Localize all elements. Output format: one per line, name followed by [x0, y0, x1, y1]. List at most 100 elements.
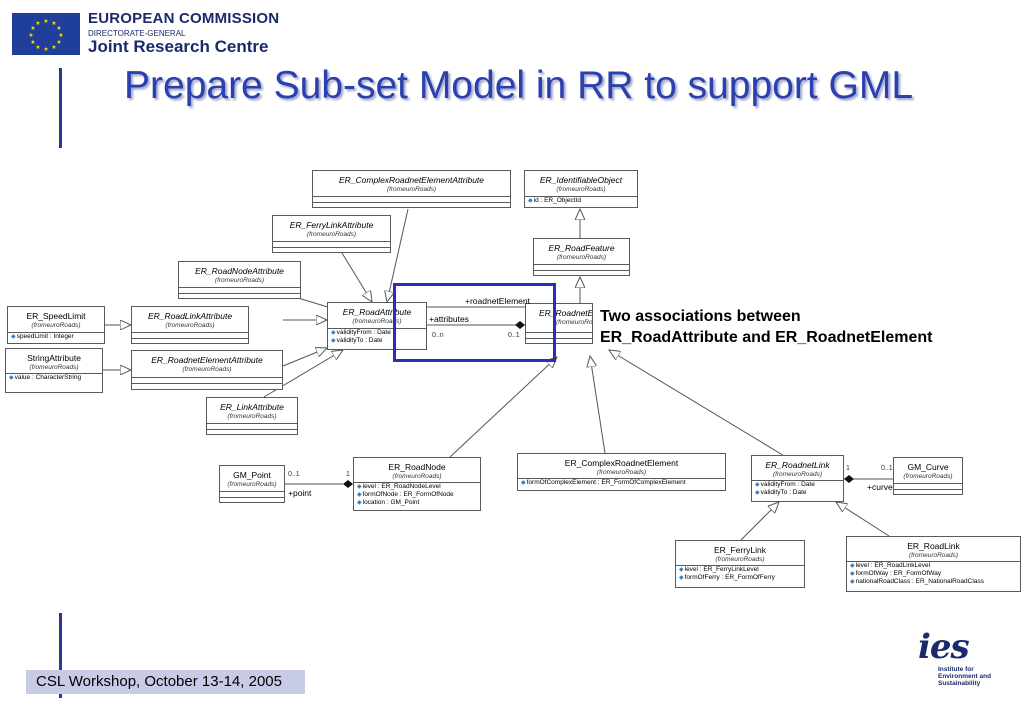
- class-name: GM_Point: [233, 470, 271, 480]
- class-road-node[interactable]: ER_RoadNode (fromeuroRoads) level : ER_R…: [353, 457, 481, 511]
- class-name: ER_RoadnetElement: [539, 308, 593, 318]
- org-directorate: DIRECTORATE-GENERAL: [88, 29, 186, 38]
- class-string-attribute[interactable]: StringAttribute (fromeuroRoads) value : …: [5, 348, 103, 393]
- eu-stars-icon: ★★★ ★★★ ★★★ ★★★: [28, 18, 63, 53]
- class-name: ER_SpeedLimit: [26, 311, 86, 321]
- role-roadnet-element: +roadnetElement: [465, 296, 530, 306]
- class-roadnet-element[interactable]: ER_RoadnetElement (fromeuroRoads): [525, 303, 593, 344]
- multiplicity-point-b: 1: [346, 471, 350, 478]
- class-attribute: validityFrom : Date: [752, 481, 843, 489]
- svg-text:★: ★: [51, 44, 56, 51]
- class-name: ER_IdentifiableObject: [539, 175, 623, 185]
- multiplicity-curve-b: 0..1: [881, 465, 893, 472]
- class-package: (fromeuroRoads): [352, 318, 402, 325]
- ies-line-3: Sustainability: [938, 680, 981, 687]
- class-name: ER_LinkAttribute: [220, 402, 284, 412]
- class-speed-limit[interactable]: ER_SpeedLimit (fromeuroRoads) speedLimit…: [7, 306, 105, 344]
- class-package: (fromeuroRoads): [29, 364, 79, 371]
- ies-logo: ies Institute for Environment and Sustai…: [918, 630, 1010, 698]
- class-name: StringAttribute: [27, 353, 81, 363]
- class-package: (fromeuroRoads): [903, 473, 953, 480]
- class-attribute: location : GM_Point: [354, 499, 480, 507]
- org-name: EUROPEAN COMMISSION: [88, 10, 280, 27]
- class-road-link-attribute[interactable]: ER_RoadLinkAttribute (fromeuroRoads): [131, 306, 249, 344]
- class-ferry-link-attribute[interactable]: ER_FerryLinkAttribute (fromeuroRoads): [272, 215, 391, 253]
- left-accent-bar-top: [59, 68, 62, 148]
- svg-text:★: ★: [35, 20, 40, 27]
- class-package: (fromeuroRoads): [392, 473, 442, 480]
- class-package: (fromeuroRoads): [227, 413, 277, 420]
- class-package: (fromeuroRoads): [386, 186, 437, 193]
- class-attribute: value : CharacterString: [6, 374, 102, 382]
- multiplicity-point-a: 0..1: [288, 471, 300, 478]
- class-package: (fromeuroRoads): [214, 277, 265, 284]
- class-attribute: validityTo : Date: [328, 337, 426, 345]
- class-roadnet-element-attribute[interactable]: ER_RoadnetElementAttribute (fromeuroRoad…: [131, 350, 283, 390]
- callout-line-2: ER_RoadAttribute and ER_RoadnetElement: [600, 329, 933, 346]
- class-package: (fromeuroRoads): [182, 366, 232, 373]
- class-attribute: speedLimit : Integer: [8, 333, 104, 341]
- svg-text:★: ★: [35, 44, 40, 51]
- class-package: (fromeuroRoads): [165, 322, 215, 329]
- aggregation-diamond: [515, 321, 525, 329]
- callout-text: Two associations between ER_RoadAttribut…: [600, 306, 932, 348]
- class-ferry-link[interactable]: ER_FerryLink (fromeuroRoads) level : ER_…: [675, 540, 805, 588]
- class-attribute: level : ER_FerryLinkLevel: [676, 566, 804, 574]
- class-road-feature[interactable]: ER_RoadFeature (fromeuroRoads): [533, 238, 630, 276]
- class-package: (fromeuroRoads): [772, 471, 823, 478]
- class-link-attribute[interactable]: ER_LinkAttribute (fromeuroRoads): [206, 397, 298, 435]
- svg-text:★: ★: [30, 25, 35, 32]
- callout-line-1: Two associations between: [600, 308, 801, 325]
- role-curve: +curve: [867, 482, 893, 492]
- class-package: (fromeuroRoads): [556, 186, 606, 193]
- org-centre: Joint Research Centre: [88, 37, 269, 56]
- class-complex-roadnet-element-attribute[interactable]: ER_ComplexRoadnetElementAttribute (frome…: [312, 170, 511, 208]
- highlight-box: [393, 283, 556, 362]
- class-name: ER_RoadFeature: [548, 243, 615, 253]
- ies-line-2: Environment and: [938, 673, 992, 680]
- class-package: (fromeuroRoads): [306, 231, 357, 238]
- class-complex-roadnet-element[interactable]: ER_ComplexRoadnetElement (fromeuroRoads)…: [517, 453, 726, 491]
- class-gm-point[interactable]: GM_Point (fromeuroRoads): [219, 465, 285, 503]
- class-package: (fromeuroRoads): [556, 254, 607, 261]
- class-name: ER_RoadAttribute: [342, 307, 412, 317]
- eu-flag-logo: ★★★ ★★★ ★★★ ★★★: [12, 13, 80, 55]
- class-name: ER_RoadNode: [388, 462, 446, 472]
- multiplicity-roadnet: 0..1: [508, 332, 520, 339]
- class-name: GM_Curve: [907, 462, 949, 472]
- class-package: (fromeuroRoads): [556, 319, 593, 326]
- class-attribute: formOfNode : ER_FormOfNode: [354, 491, 480, 499]
- ies-line-1: Institute for: [938, 666, 974, 673]
- class-name: ER_FerryLink: [714, 545, 766, 555]
- class-attribute: validityFrom : Date: [328, 329, 426, 337]
- class-name: ER_RoadLink: [907, 541, 960, 551]
- left-accent-bar-bottom: [59, 613, 62, 698]
- class-attribute: id : ER_ObjectId: [525, 197, 637, 205]
- class-name: ER_FerryLinkAttribute: [289, 220, 374, 230]
- class-package: (fromeuroRoads): [227, 481, 277, 488]
- class-identifiable-object[interactable]: ER_IdentifiableObject (fromeuroRoads) id…: [524, 170, 638, 208]
- svg-text:★: ★: [56, 25, 61, 32]
- footer-label: CSL Workshop, October 13-14, 2005: [26, 670, 305, 694]
- class-attribute: nationalRoadClass : ER_NationalRoadClass: [847, 578, 1020, 586]
- role-point: +point: [288, 488, 312, 498]
- class-road-link[interactable]: ER_RoadLink (fromeuroRoads) level : ER_R…: [846, 536, 1021, 592]
- svg-text:★: ★: [43, 18, 48, 25]
- class-package: (fromeuroRoads): [715, 556, 765, 563]
- class-name: ER_RoadNodeAttribute: [195, 266, 284, 276]
- class-road-node-attribute[interactable]: ER_RoadNodeAttribute (fromeuroRoads): [178, 261, 301, 299]
- class-attribute: level : ER_RoadNodeLevel: [354, 483, 480, 491]
- aggregation-diamond: [844, 475, 854, 483]
- class-attribute: formOfWay : ER_FormOfWay: [847, 570, 1020, 578]
- class-attribute: formOfFerry : ER_FormOfFerry: [676, 574, 804, 582]
- svg-text:★: ★: [58, 32, 63, 39]
- class-road-attribute[interactable]: ER_RoadAttribute (fromeuroRoads) validit…: [327, 302, 427, 350]
- class-package: (fromeuroRoads): [31, 322, 81, 329]
- class-package: (fromeuroRoads): [908, 552, 959, 559]
- svg-text:★: ★: [56, 39, 61, 46]
- svg-text:★: ★: [43, 46, 48, 53]
- svg-text:★: ★: [51, 20, 56, 27]
- class-roadnet-link[interactable]: ER_RoadnetLink (fromeuroRoads) validityF…: [751, 455, 844, 502]
- class-gm-curve[interactable]: GM_Curve (fromeuroRoads): [893, 457, 963, 495]
- svg-text:★: ★: [28, 32, 33, 39]
